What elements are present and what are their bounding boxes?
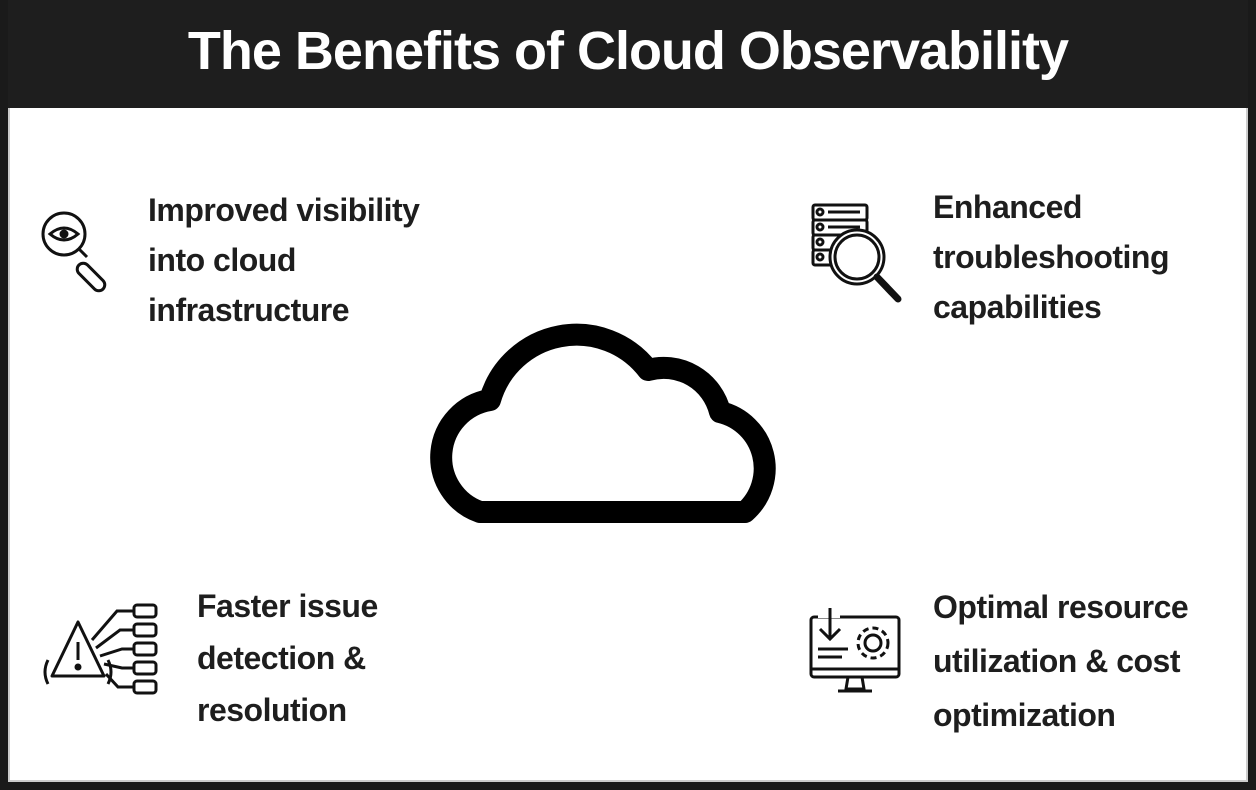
benefit-line: Faster issue — [197, 588, 378, 624]
magnifier-eye-icon — [41, 211, 107, 293]
monitor-download-gear-icon — [809, 608, 901, 693]
benefit-line: infrastructure — [148, 292, 350, 328]
benefit-line: Optimal resource — [933, 589, 1189, 625]
benefit-line: utilization & cost — [933, 643, 1181, 679]
benefit-line: capabilities — [933, 289, 1102, 325]
benefit-visibility: Improved visibility into cloud infrastru… — [148, 185, 420, 335]
benefit-line: detection & — [197, 640, 366, 676]
benefit-line: Improved visibility — [148, 192, 420, 228]
benefit-troubleshooting: Enhanced troubleshooting capabilities — [933, 182, 1170, 332]
benefit-line: Enhanced — [933, 189, 1082, 225]
benefit-detection: Faster issue detection & resolution — [197, 580, 378, 736]
benefit-line: into cloud — [148, 242, 296, 278]
content-panel — [8, 108, 1248, 782]
benefit-line: resolution — [197, 692, 347, 728]
benefit-optimization: Optimal resource utilization & cost opti… — [933, 580, 1189, 742]
cloud-icon — [430, 323, 776, 523]
header-banner: The Benefits of Cloud Observability — [0, 0, 1256, 108]
benefit-line: troubleshooting — [933, 239, 1170, 275]
page-title: The Benefits of Cloud Observability — [187, 21, 1069, 81]
warning-network-icon — [43, 603, 158, 695]
server-search-icon — [811, 203, 902, 303]
benefit-line: optimization — [933, 697, 1116, 733]
